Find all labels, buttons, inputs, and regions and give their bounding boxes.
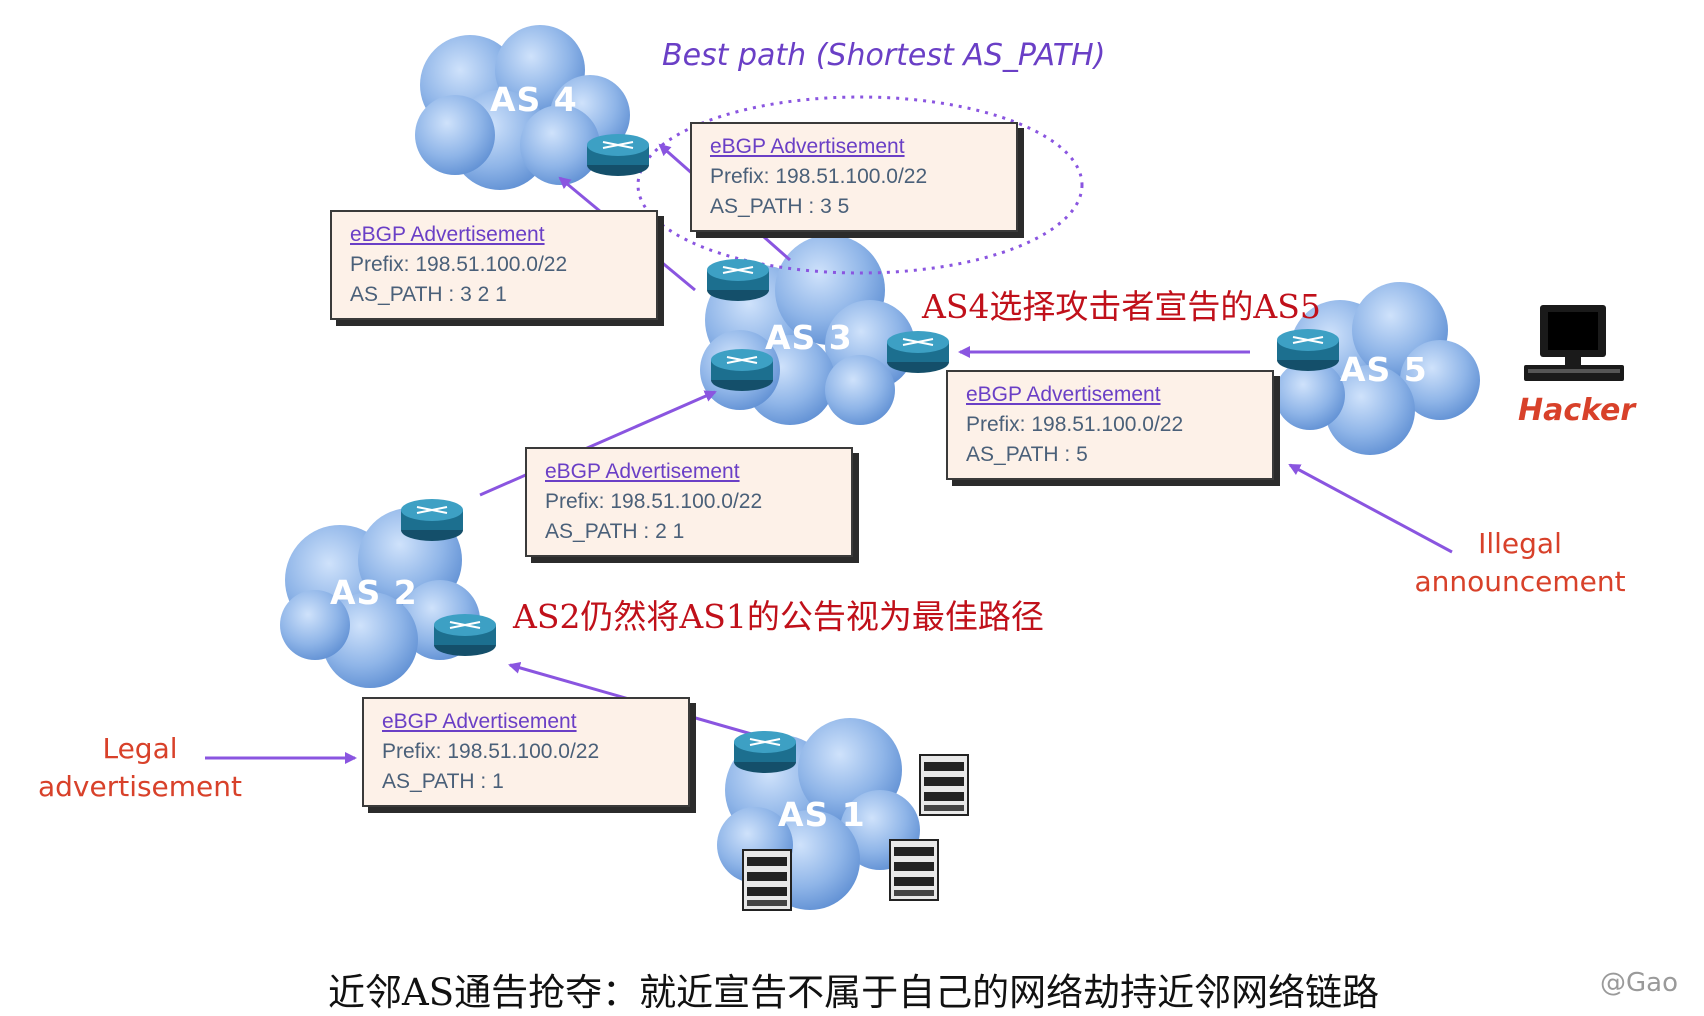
as4-choice-note: AS4选择攻击者宣告的AS5 — [922, 287, 1321, 326]
illegal-line1: Illegal — [1478, 527, 1562, 560]
best-path-label: Best path (Shortest AS_PATH) — [662, 38, 1106, 73]
advertisement-as5-to-as3: eBGP Advertisement Prefix: 198.51.100.0/… — [946, 370, 1274, 480]
advertisement-as-path: AS_PATH : 5 — [966, 443, 1088, 466]
advertisement-title: eBGP Advertisement — [350, 223, 545, 246]
advertisement-prefix: Prefix: 198.51.100.0/22 — [710, 165, 928, 188]
server-rack-icon — [742, 849, 792, 911]
as1-label: AS 1 — [778, 795, 866, 834]
advertisement-as-path: AS_PATH : 3 5 — [710, 195, 850, 218]
router-icon — [711, 349, 773, 391]
router-icon — [401, 499, 463, 541]
cloud-as2 — [280, 508, 480, 688]
advertisement-prefix: Prefix: 198.51.100.0/22 — [545, 490, 763, 513]
hacker-label: Hacker — [1518, 393, 1636, 428]
advertisement-as-path: AS_PATH : 1 — [382, 770, 504, 793]
advertisement-title: eBGP Advertisement — [545, 460, 740, 483]
caption: 近邻AS通告抢夺：就近宣告不属于自己的网络劫持近邻网络链路 — [328, 971, 1380, 1014]
advertisement-prefix: Prefix: 198.51.100.0/22 — [350, 253, 568, 276]
router-icon — [734, 731, 796, 773]
best-path-ellipse — [636, 95, 1084, 275]
watermark: @Gao — [1600, 968, 1678, 998]
legal-line1: Legal — [102, 732, 178, 765]
advertisement-title: eBGP Advertisement — [966, 383, 1161, 406]
illegal-line2: announcement — [1414, 565, 1626, 598]
advertisement-as-path: AS_PATH : 3 2 1 — [350, 283, 507, 306]
cloud-as5 — [1275, 282, 1480, 455]
server-rack-icon — [889, 839, 939, 901]
arrow-as2-to-as3 — [479, 390, 717, 497]
router-icon — [1277, 329, 1339, 371]
cloud-as4 — [415, 25, 630, 190]
as2-choice-note: AS2仍然将AS1的公告视为最佳路径 — [513, 597, 1044, 636]
advertisement-as1-to-as2: eBGP Advertisement Prefix: 198.51.100.0/… — [362, 697, 690, 807]
as2-label: AS 2 — [330, 573, 418, 612]
cloud-as3 — [700, 235, 915, 425]
legal-line2: advertisement — [37, 770, 243, 803]
advertisement-prefix: Prefix: 198.51.100.0/22 — [966, 413, 1184, 436]
router-icon — [587, 134, 649, 176]
advertisement-as2-to-as3: eBGP Advertisement Prefix: 198.51.100.0/… — [525, 447, 853, 557]
advertisement-prefix: Prefix: 198.51.100.0/22 — [382, 740, 600, 763]
illegal-announcement-label: Illegal announcement — [1390, 525, 1650, 601]
advertisement-title: eBGP Advertisement — [382, 710, 577, 733]
server-rack-icon — [919, 754, 969, 816]
arrow-illegal — [1288, 463, 1453, 554]
router-icon — [434, 614, 496, 656]
advertisement-as-path: AS_PATH : 2 1 — [545, 520, 685, 543]
advertisement-as5-to-as4: eBGP Advertisement Prefix: 198.51.100.0/… — [690, 122, 1018, 232]
as5-label: AS 5 — [1340, 350, 1428, 389]
router-icon — [707, 259, 769, 301]
as4-label: AS 4 — [490, 80, 578, 119]
advertisement-title: eBGP Advertisement — [710, 135, 905, 158]
hacker-computer-icon — [1524, 305, 1624, 381]
advertisement-as3-to-as4: eBGP Advertisement Prefix: 198.51.100.0/… — [330, 210, 658, 320]
as3-label: AS 3 — [765, 318, 853, 357]
legal-advertisement-label: Legal advertisement — [20, 730, 260, 806]
router-icon — [887, 331, 949, 373]
